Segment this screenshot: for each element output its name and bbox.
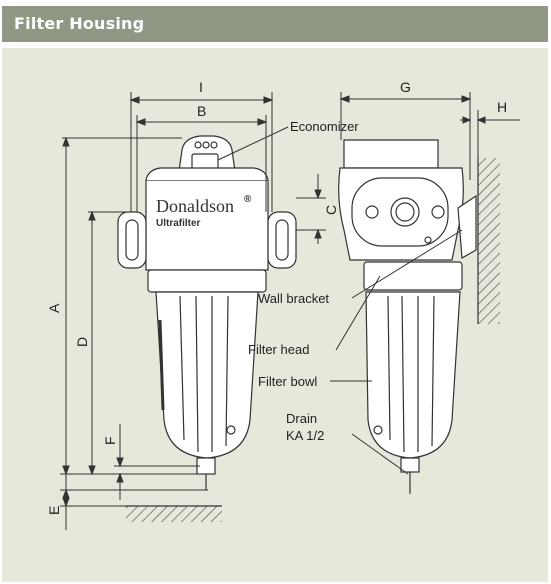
head-ring bbox=[147, 269, 267, 293]
side-head-ring bbox=[363, 261, 463, 291]
side-head-top bbox=[343, 139, 439, 169]
drain-side bbox=[400, 457, 420, 473]
section-title: Filter Housing bbox=[14, 14, 145, 33]
dim-label-c: C bbox=[323, 205, 339, 215]
wall-bracket-side bbox=[457, 194, 477, 259]
wall-hatch bbox=[478, 158, 500, 324]
dim-label-g: G bbox=[400, 79, 411, 95]
brand-name: Donaldson bbox=[156, 196, 234, 216]
dim-label-h: H bbox=[497, 99, 507, 115]
dimension-lines bbox=[60, 92, 520, 530]
dim-label-e: E bbox=[46, 506, 62, 515]
dim-label-a: A bbox=[46, 303, 62, 313]
dim-label-b: B bbox=[197, 103, 206, 119]
callout-filter-bowl: Filter bowl bbox=[258, 374, 317, 389]
callout-wall-bracket: Wall bracket bbox=[258, 291, 329, 306]
callout-filter-head: Filter head bbox=[248, 342, 309, 357]
front-view bbox=[117, 135, 297, 490]
leader-lines bbox=[217, 126, 463, 475]
callout-drain: Drain bbox=[286, 411, 317, 426]
section-header: Filter Housing bbox=[2, 6, 548, 42]
dim-label-d: D bbox=[74, 337, 90, 347]
dim-label-i: I bbox=[199, 79, 203, 95]
filter-bowl-front bbox=[155, 291, 259, 459]
dim-label-f: F bbox=[102, 436, 118, 445]
floor-hatch bbox=[126, 506, 222, 522]
callout-economizer: Economizer bbox=[290, 119, 359, 134]
side-view bbox=[338, 139, 477, 494]
brand-registered-mark: ® bbox=[244, 194, 252, 205]
callout-drain-size: KA 1/2 bbox=[286, 428, 324, 443]
brand-product: Ultrafilter bbox=[156, 218, 201, 229]
bracket-right bbox=[267, 211, 297, 269]
side-panel bbox=[351, 177, 449, 247]
